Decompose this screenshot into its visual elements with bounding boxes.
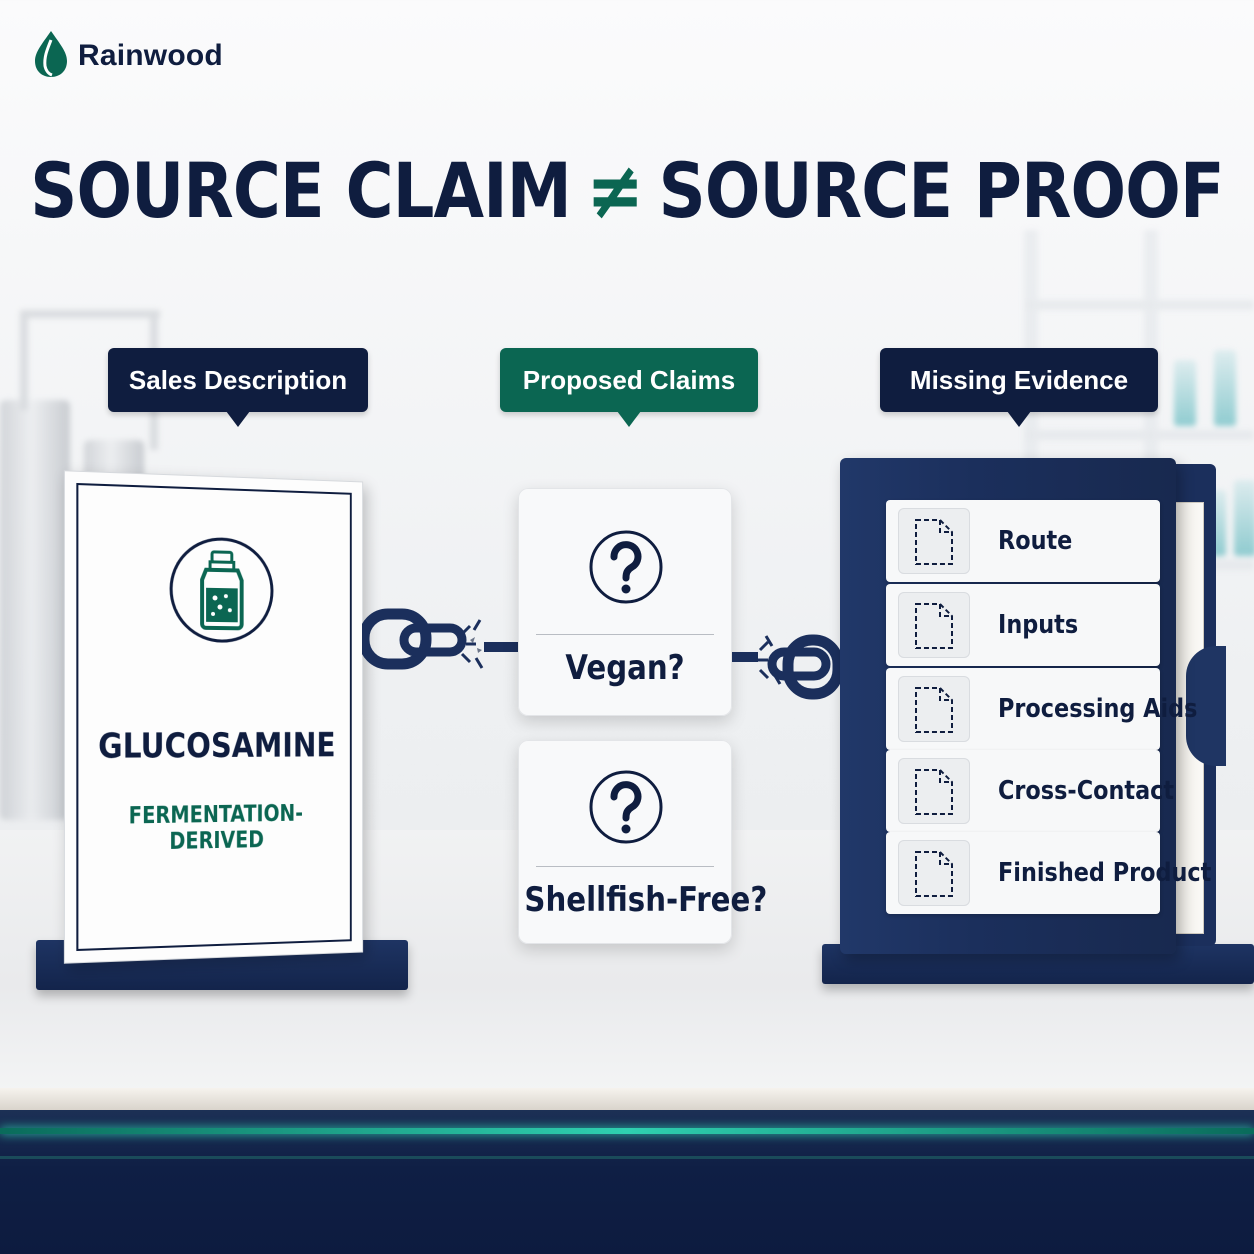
broken-chain-right-icon [732, 628, 842, 712]
evidence-label: Processing Aids [998, 668, 1197, 750]
product-descriptor: FERMENTATION-DERIVED [92, 800, 337, 856]
brand-logo: Rainwood [34, 30, 223, 82]
headline-right: SOURCE PROOF [659, 146, 1224, 235]
claim-text: Shellfish-Free? [524, 880, 725, 920]
evidence-row-inputs: Inputs [886, 584, 1160, 666]
countertop-edge [0, 1088, 1254, 1110]
sales-description-sign: GLUCOSAMINE FERMENTATION-DERIVED [64, 470, 363, 964]
claim-card-vegan: Vegan? [518, 488, 732, 716]
evidence-label: Inputs [998, 584, 1078, 666]
missing-evidence-label: Missing Evidence [880, 348, 1158, 412]
leaf-drop-icon [34, 30, 68, 82]
proposed-claims-label: Proposed Claims [500, 348, 758, 412]
question-mark-icon [588, 524, 664, 614]
fermentation-vessel-icon [168, 535, 275, 649]
broken-chain-left-icon [362, 600, 522, 684]
headline-left: SOURCE CLAIM [30, 146, 571, 235]
evidence-row-finished-product: Finished Product [886, 832, 1160, 914]
footer-accent-line [0, 1128, 1254, 1134]
headline: SOURCE CLAIM ≠ SOURCE PROOF [88, 140, 1166, 240]
brand-name: Rainwood [78, 39, 223, 73]
evidence-row-processing-aids: Processing Aids [886, 668, 1160, 750]
evidence-label: Route [998, 500, 1072, 582]
evidence-row-cross-contact: Cross-Contact [886, 750, 1160, 832]
sales-description-label: Sales Description [108, 348, 368, 412]
evidence-label: Finished Product [998, 832, 1211, 914]
evidence-row-route: Route [886, 500, 1160, 582]
not-equal-symbol: ≠ [586, 144, 643, 237]
product-name: GLUCOSAMINE [98, 726, 331, 767]
claim-card-shellfish-free: Shellfish-Free? [518, 740, 732, 944]
question-mark-icon [588, 764, 664, 854]
evidence-label: Cross-Contact [998, 750, 1174, 832]
claim-text: Vegan? [524, 648, 725, 688]
footer-accent-line-secondary [0, 1156, 1254, 1159]
